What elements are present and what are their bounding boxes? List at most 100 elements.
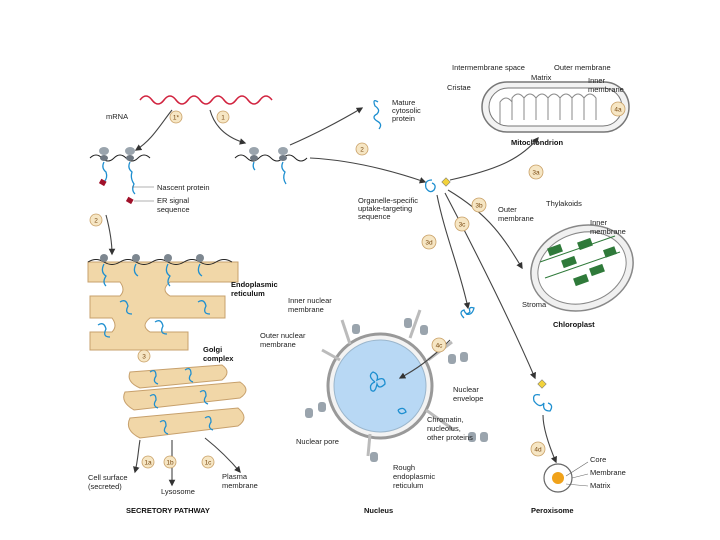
step-1a-badge: 1a — [141, 455, 155, 469]
svg-text:2: 2 — [94, 218, 98, 225]
leader-line — [565, 483, 589, 487]
arrow-to-mitochondrion — [449, 136, 539, 181]
svg-text:3d: 3d — [425, 240, 433, 247]
step-1c-badge: 1c — [201, 455, 215, 469]
rough-er-label-1: Rough — [393, 463, 415, 472]
peroxisome — [543, 463, 573, 493]
targeting-label-1: Organelle-specific — [358, 196, 418, 205]
arrow-to-plasma-membrane — [204, 437, 241, 474]
inner-membrane-label-1: Inner — [588, 76, 606, 85]
er-title-1: Endoplasmic — [231, 280, 278, 289]
arrow-to-er-ribosome — [134, 109, 173, 151]
step-2-badge: 2 — [355, 142, 369, 156]
step-3c-badge: 3c — [454, 216, 470, 232]
secretory-pathway-title: SECRETORY PATHWAY — [126, 506, 210, 515]
svg-text:3a: 3a — [532, 170, 540, 177]
outer-nuclear-label-1: Outer nuclear — [260, 331, 306, 340]
peroxisomal-protein — [532, 393, 553, 412]
ribosome — [278, 147, 288, 161]
matrix-label: Matrix — [531, 73, 552, 82]
arrow-to-mature-protein — [289, 107, 364, 146]
chl-inner-label-2: membrane — [590, 227, 626, 236]
nuclear-envelope-label-2: envelope — [453, 394, 483, 403]
cell-surface-label-1: Cell surface — [88, 473, 128, 482]
golgi-title-1: Golgi — [203, 345, 222, 354]
arrow-to-er — [105, 214, 116, 256]
svg-text:1a: 1a — [144, 460, 152, 467]
cristae-folds — [499, 93, 597, 124]
cell-surface-label-2: (secreted) — [88, 482, 122, 491]
endoplasmic-reticulum — [87, 254, 239, 351]
rough-er-label-3: reticulum — [393, 481, 423, 490]
nascent-chain — [252, 161, 256, 171]
mrna-with-free-ribosomes — [234, 154, 308, 162]
outer-membrane-label: Outer membrane — [554, 63, 611, 72]
cristae-label: Cristae — [447, 83, 471, 92]
chromatin-label-3: other proteins — [427, 433, 473, 442]
targeting-sequence-mark — [537, 379, 547, 389]
plasma-label-1: Plasma — [222, 472, 248, 481]
chl-outer-label-2: membrane — [498, 214, 534, 223]
step-2-er-badge: 2 — [89, 213, 103, 227]
er-title-2: reticulum — [231, 289, 265, 298]
golgi-title-2: complex — [203, 354, 234, 363]
svg-text:1b: 1b — [166, 460, 174, 467]
step-3b-badge: 3b — [471, 197, 487, 213]
nucleus — [305, 309, 488, 462]
arrow-to-chloroplast — [447, 189, 523, 270]
arrow-to-nucleus — [436, 194, 471, 310]
intermembrane-label: Intermembrane space — [452, 63, 525, 72]
outer-nuclear-label-2: membrane — [260, 340, 296, 349]
targeting-label-2: uptake-targeting — [358, 204, 412, 213]
er-signal-label-1: ER signal — [157, 196, 189, 205]
chl-outer-label-1: Outer — [498, 205, 517, 214]
chloroplast — [530, 224, 634, 312]
arrow-to-targeting — [309, 157, 427, 184]
nascent-chain — [128, 161, 136, 195]
ribosome — [99, 147, 109, 161]
mature-cytosolic-protein — [373, 100, 382, 130]
nuclear-protein — [460, 306, 475, 319]
protein-with-targeting-sequence — [424, 179, 436, 193]
peroxisome-title: Peroxisome — [531, 506, 574, 515]
targeting-label-3: sequence — [358, 212, 391, 221]
golgi-complex — [123, 364, 247, 439]
rough-er-label-2: endoplasmic — [393, 472, 435, 481]
mitochondrion — [481, 81, 630, 133]
arrow-to-free-ribosome — [209, 109, 247, 145]
er-signal-sequence-mark — [125, 196, 134, 205]
arrow-into-peroxisome — [542, 414, 557, 464]
perox-membrane-label: Membrane — [590, 468, 626, 477]
lysosome-label: Lysosome — [161, 487, 195, 496]
arrow-to-cell-surface — [133, 439, 141, 474]
inner-nuclear-label-2: membrane — [288, 305, 324, 314]
er-signal-sequence-mark — [98, 178, 107, 187]
stroma-label: Stroma — [522, 300, 547, 309]
inner-nuclear-label-1: Inner nuclear — [288, 296, 332, 305]
mature-label-1: Mature — [392, 98, 415, 107]
chromatin-label-1: Chromatin, — [427, 415, 464, 424]
er-signal-label-2: sequence — [157, 205, 190, 214]
leader-line — [565, 461, 589, 477]
perox-matrix-label: Matrix — [590, 481, 611, 490]
step-1-badge: 1 — [216, 110, 230, 124]
leader-line — [571, 473, 589, 479]
step-4c-badge: 4c — [431, 337, 447, 353]
nuclear-pore-label: Nuclear pore — [296, 437, 339, 446]
nucleus-title: Nucleus — [364, 506, 393, 515]
step-3d-badge: 3d — [421, 234, 437, 250]
step-4a-badge: 4a — [610, 101, 626, 117]
svg-text:4d: 4d — [534, 447, 542, 454]
mrna-label: mRNA — [106, 112, 128, 121]
chromatin-label-2: nucleolus, — [427, 424, 461, 433]
svg-text:3: 3 — [142, 354, 146, 361]
step-4d-badge: 4d — [530, 441, 546, 457]
nascent-protein-label: Nascent protein — [157, 183, 210, 192]
inner-membrane-label-2: membrane — [588, 85, 624, 94]
mature-label-3: protein — [392, 114, 415, 123]
ribosome — [249, 147, 259, 161]
nascent-chain — [102, 161, 108, 183]
svg-text:4a: 4a — [614, 107, 622, 114]
step-3a-badge: 3a — [528, 164, 544, 180]
svg-text:1*: 1* — [173, 115, 180, 122]
